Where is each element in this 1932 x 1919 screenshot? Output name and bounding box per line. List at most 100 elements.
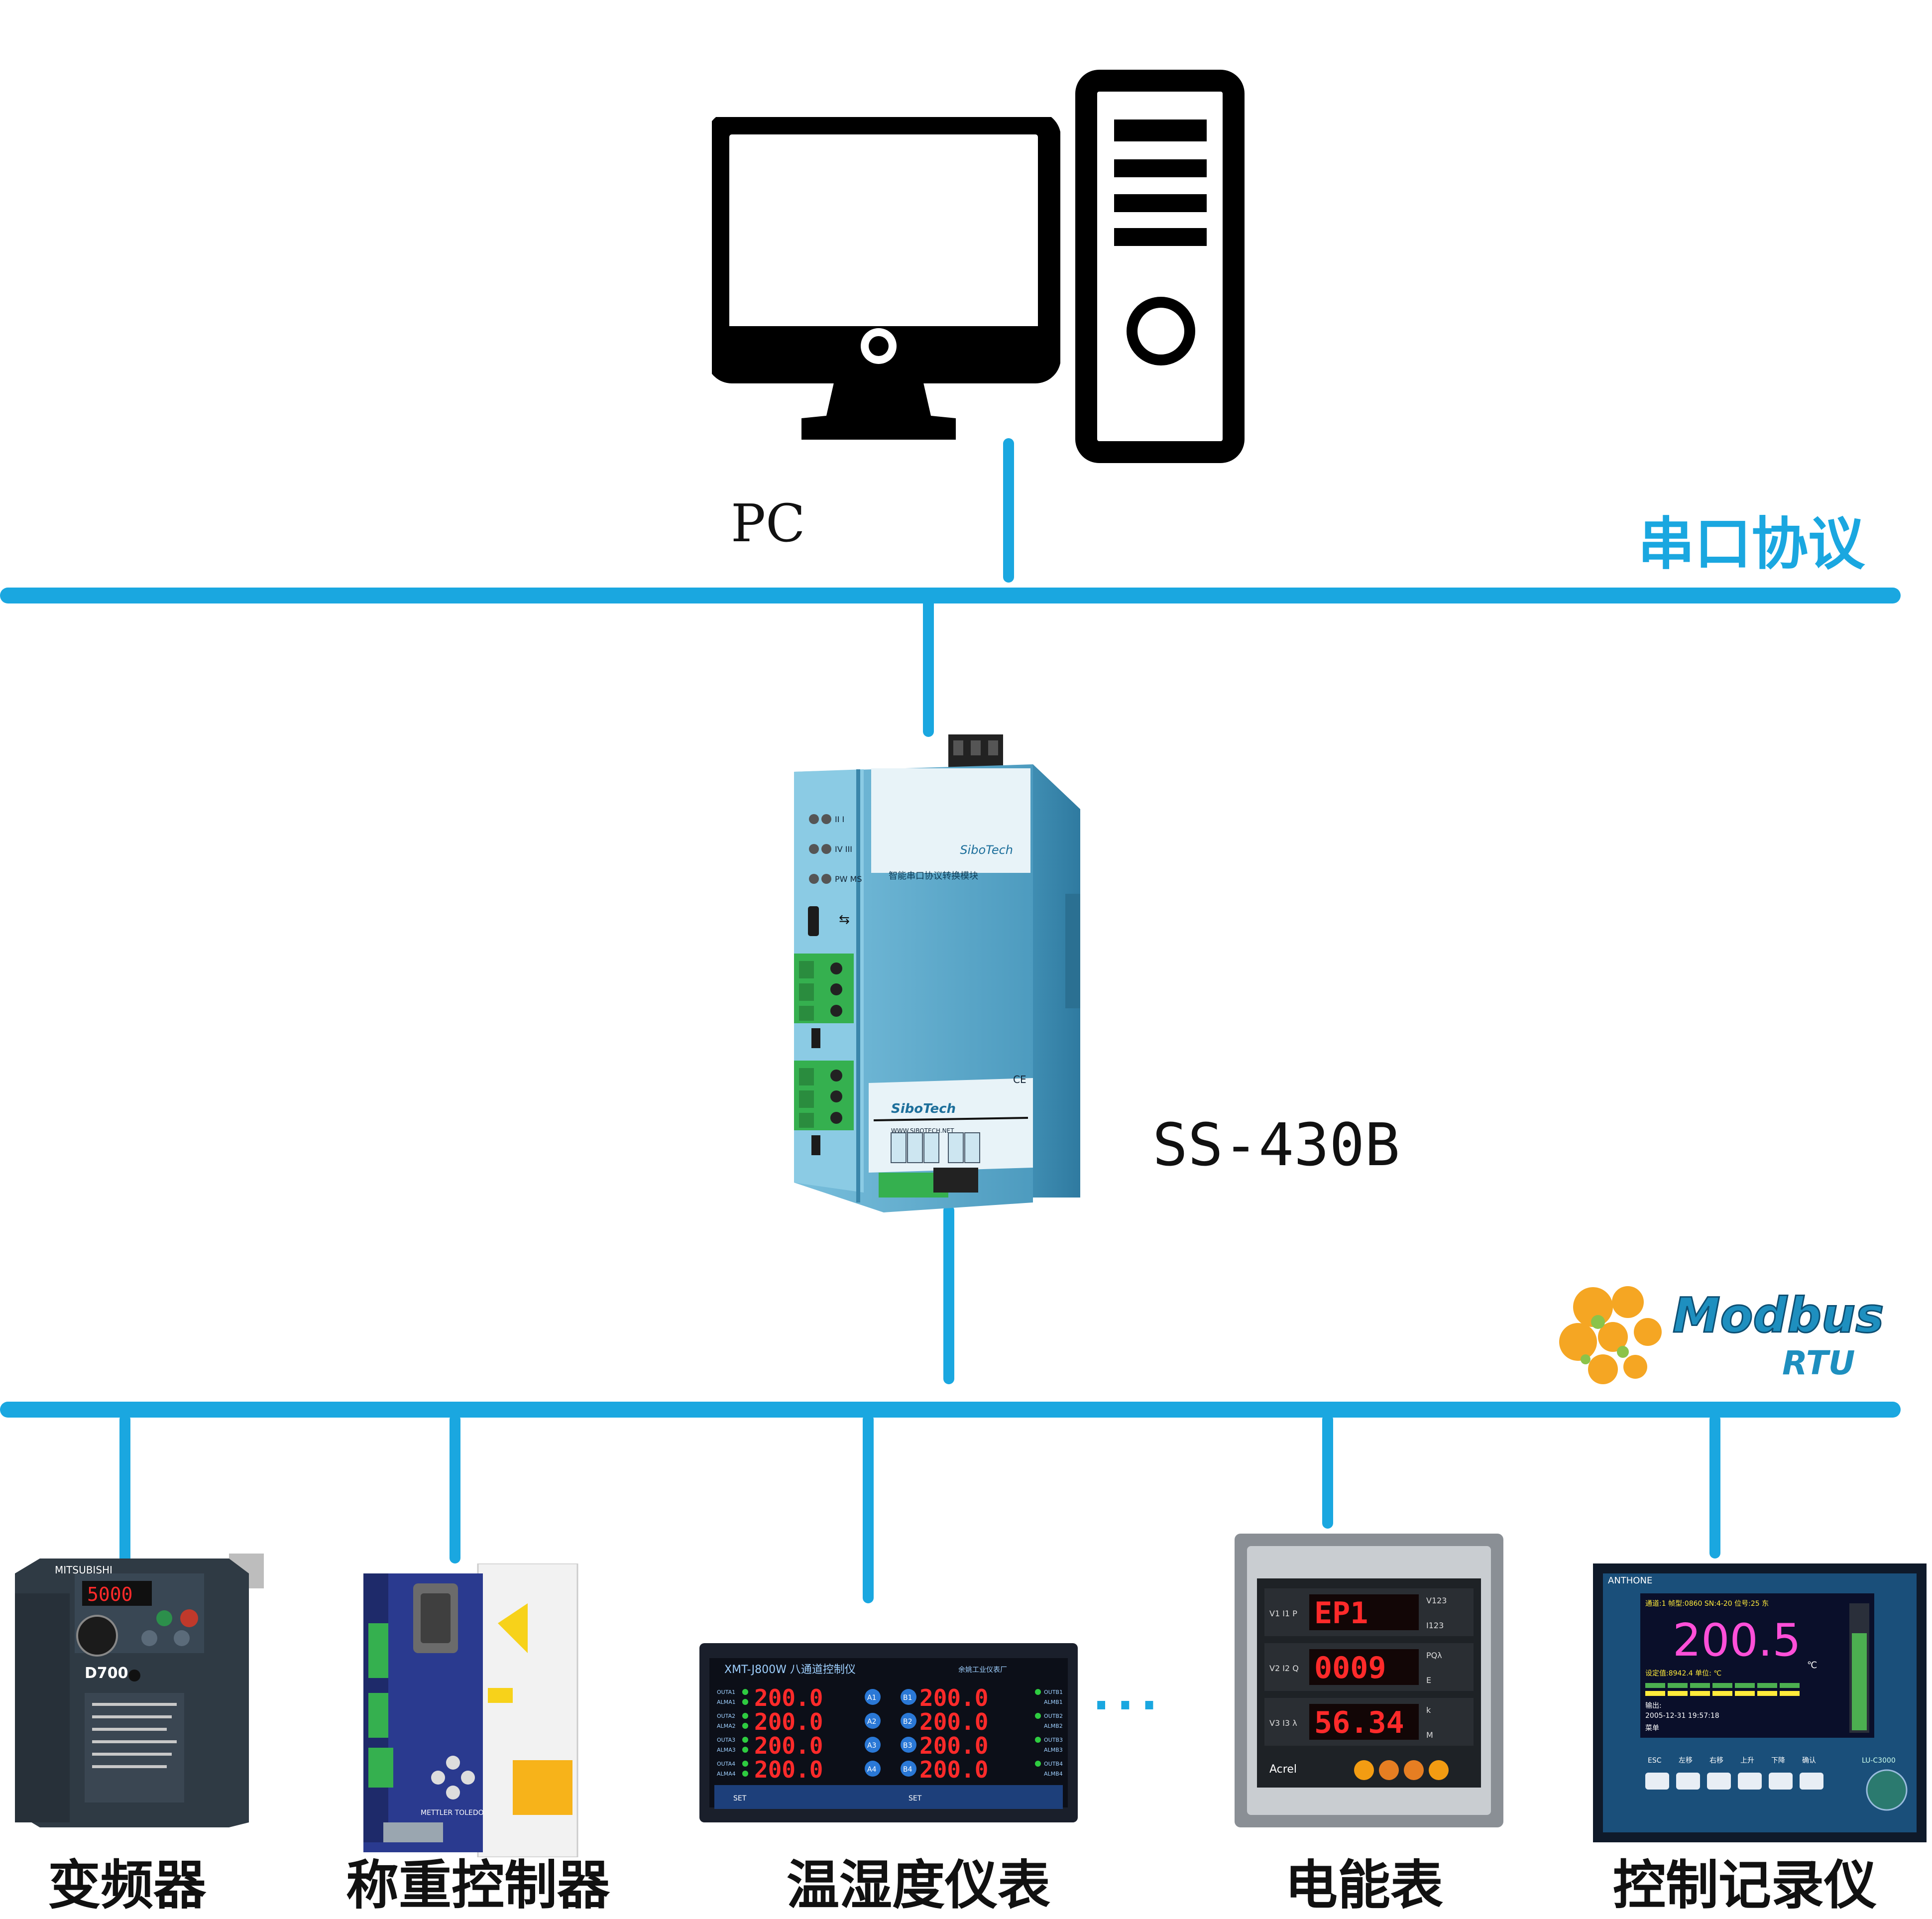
channel-a-badge bbox=[865, 1689, 881, 1705]
meter-left-tag: ALMA2 bbox=[717, 1723, 736, 1729]
converter-subtitle: 智能串口协议转换模块 bbox=[889, 871, 978, 881]
channel-a-label: A2 bbox=[867, 1718, 876, 1726]
power-meter-right-unit: E bbox=[1426, 1676, 1431, 1685]
converter-brand-lower: SiboTech bbox=[891, 1101, 956, 1116]
recorder-unit: ℃ bbox=[1807, 1660, 1817, 1671]
meter-led bbox=[742, 1771, 748, 1777]
power-meter-right-unit: V123 bbox=[1426, 1596, 1447, 1605]
power-meter-reading: EP1 bbox=[1314, 1596, 1368, 1631]
meter-left-tag: OUTA2 bbox=[717, 1713, 735, 1719]
drop-line-5 bbox=[1709, 1414, 1720, 1559]
meter-led bbox=[1035, 1713, 1041, 1719]
meter-right-tag: ALMB4 bbox=[1044, 1771, 1063, 1777]
meter-left-tag: OUTA1 bbox=[717, 1689, 735, 1695]
channel-b-badge bbox=[901, 1761, 916, 1777]
inverter-device: 5000 MITSUBISHI D700 bbox=[15, 1554, 264, 1827]
meter-left-reading: 200.0 bbox=[754, 1684, 823, 1711]
power-meter-lcd bbox=[1309, 1704, 1419, 1740]
meter-right-tag: ALMB1 bbox=[1044, 1699, 1063, 1705]
inverter-model: D700 bbox=[85, 1665, 128, 1682]
drop-line-4 bbox=[1322, 1414, 1333, 1529]
meter-left-tag: OUTA4 bbox=[717, 1761, 735, 1767]
meter-left-tag: ALMA4 bbox=[717, 1771, 736, 1777]
meter-led bbox=[742, 1761, 748, 1767]
power-meter-left-units: V2 I2 Q bbox=[1269, 1664, 1299, 1673]
meter-led bbox=[1035, 1737, 1041, 1743]
inverter-display: 5000 bbox=[87, 1583, 133, 1605]
recorder-value: 200.5 bbox=[1673, 1614, 1801, 1667]
meter-led bbox=[742, 1699, 748, 1705]
converter-label: SS-430B bbox=[1152, 1110, 1400, 1179]
ce-mark: CE bbox=[1013, 1074, 1026, 1085]
recorder-key-label: 确认 bbox=[1802, 1757, 1816, 1765]
power-meter-right-unit: M bbox=[1426, 1730, 1433, 1740]
recorder-key-label: 下降 bbox=[1771, 1757, 1785, 1765]
power-meter-left-units: V1 I1 P bbox=[1269, 1609, 1297, 1618]
meter-right-tag: OUTB4 bbox=[1044, 1761, 1063, 1767]
serial-bus-line bbox=[0, 588, 1901, 603]
meter-left-reading: 200.0 bbox=[754, 1756, 823, 1783]
recorder-key[interactable] bbox=[1800, 1773, 1823, 1790]
modbus-rtu-word: RTU bbox=[1782, 1344, 1855, 1382]
channel-b-label: B1 bbox=[903, 1694, 912, 1702]
channel-a-label: A1 bbox=[867, 1694, 876, 1702]
drop-line-3 bbox=[863, 1414, 874, 1603]
meter-right-tag: OUTB1 bbox=[1044, 1689, 1063, 1695]
recorder-key[interactable] bbox=[1738, 1773, 1762, 1790]
caption-power-meter: 电能表 bbox=[1285, 1855, 1443, 1916]
meter-left-reading: 200.0 bbox=[754, 1732, 823, 1759]
recorder-key[interactable] bbox=[1676, 1773, 1700, 1790]
recorder-key[interactable] bbox=[1707, 1773, 1731, 1790]
recorder-header: 通道:1 帧型:0860 SN:4-20 位号:25 东 bbox=[1645, 1600, 1769, 1608]
channel-b-label: B3 bbox=[903, 1742, 912, 1750]
meter-set-key-left[interactable]: SET bbox=[733, 1795, 747, 1802]
channel-a-label: A3 bbox=[867, 1742, 876, 1750]
power-meter-reading: 0009 bbox=[1314, 1651, 1386, 1685]
weighing-controller-device: METTLER TOLEDO bbox=[363, 1563, 578, 1857]
meter-right-reading: 200.0 bbox=[919, 1708, 988, 1735]
meter-led bbox=[1035, 1689, 1041, 1695]
drop-line-2 bbox=[450, 1414, 460, 1563]
channel-b-badge bbox=[901, 1689, 916, 1705]
meter-right-tag: OUTB2 bbox=[1044, 1713, 1063, 1719]
channel-b-label: B2 bbox=[903, 1718, 912, 1726]
meter-title: XMT-J800W 八通道控制仪 bbox=[724, 1664, 856, 1676]
tower-icon bbox=[1075, 70, 1245, 463]
recorder-key[interactable] bbox=[1769, 1773, 1793, 1790]
converter-down-line bbox=[943, 1205, 954, 1384]
meter-led bbox=[742, 1689, 748, 1695]
meter-right-reading: 200.0 bbox=[919, 1756, 988, 1783]
recorder-setpoint: 设定值:8942.4 单位: ℃ bbox=[1645, 1670, 1721, 1678]
power-meter-right-unit: k bbox=[1426, 1705, 1431, 1715]
meter-led bbox=[742, 1723, 748, 1729]
meter-led bbox=[742, 1737, 748, 1743]
channel-a-badge bbox=[865, 1713, 881, 1729]
channel-b-label: B4 bbox=[903, 1766, 912, 1774]
recorder-key[interactable] bbox=[1645, 1773, 1669, 1790]
caption-recorder: 控制记录仪 bbox=[1613, 1855, 1877, 1916]
converter-brand: SiboTech bbox=[960, 843, 1013, 857]
meter-left-reading: 200.0 bbox=[754, 1708, 823, 1735]
caption-temp-humidity-meter: 温湿度仪表 bbox=[787, 1855, 1050, 1916]
meter-right-tag: ALMB3 bbox=[1044, 1747, 1063, 1753]
svg-text:⇆: ⇆ bbox=[839, 912, 850, 927]
recorder-brand: ANTHONE bbox=[1608, 1575, 1652, 1586]
caption-weighing-controller: 称重控制器 bbox=[346, 1855, 610, 1916]
meter-set-key-right[interactable]: SET bbox=[909, 1795, 922, 1802]
led-label-1: II I bbox=[835, 815, 844, 824]
inverter-brand: MITSUBISHI bbox=[55, 1564, 113, 1576]
drop-line-1 bbox=[119, 1414, 130, 1563]
meter-led bbox=[1035, 1761, 1041, 1767]
modbus-rtu-logo: Modbus RTU bbox=[1559, 1286, 1885, 1384]
channel-a-label: A4 bbox=[867, 1766, 877, 1774]
meter-left-tag: OUTA3 bbox=[717, 1737, 735, 1743]
recorder-model: LU-C3000 bbox=[1862, 1757, 1896, 1765]
converter-module: SiboTech 智能串口协议转换模块 II I IV III PW MS ⇆ … bbox=[794, 734, 1080, 1212]
meter-led bbox=[742, 1747, 748, 1753]
monitor-icon bbox=[712, 117, 1060, 440]
protocol-label: 串口协议 bbox=[1638, 511, 1865, 577]
meter-right-tag: OUTB3 bbox=[1044, 1737, 1063, 1743]
channel-b-badge bbox=[901, 1737, 916, 1753]
